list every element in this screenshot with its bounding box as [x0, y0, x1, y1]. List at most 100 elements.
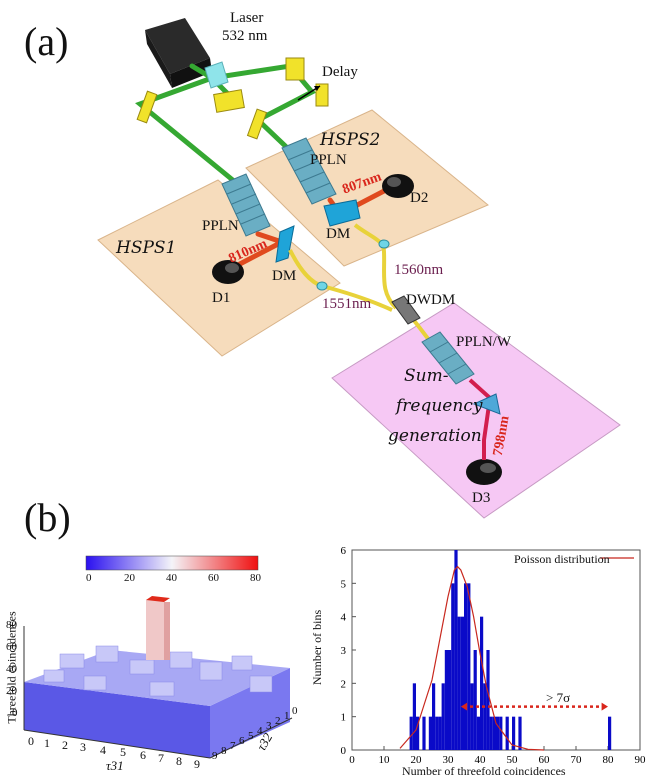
hist-bar [444, 650, 448, 750]
hist-bar [435, 716, 439, 750]
d2-label: D2 [410, 190, 429, 206]
x-tick: 2 [62, 738, 68, 752]
prism [472, 393, 501, 415]
hist-bar [454, 550, 458, 750]
hist-bar [451, 583, 455, 750]
d1-label: D1 [212, 290, 231, 306]
y-tick: 1 [284, 710, 290, 722]
annotation-7sigma: > 7σ [546, 690, 571, 705]
pplnw-label: PPLN/W [456, 334, 512, 350]
colorbar-tick: 0 [86, 572, 92, 584]
y-tick: 4 [257, 725, 263, 737]
detector-d2 [382, 174, 414, 198]
hist-bar [483, 683, 487, 750]
hist-bar [467, 583, 471, 750]
crimson-beam [468, 378, 493, 460]
y-tick: 6 [239, 735, 245, 747]
hist-bar [505, 716, 509, 750]
hist-x-tick: 70 [571, 754, 583, 766]
sfg-board [331, 302, 621, 519]
y-tick: 8 [221, 745, 227, 757]
hist-y-label: Number of bins [310, 609, 325, 686]
sfg-label-line2: frequency [396, 396, 483, 416]
sigma-arrowhead-right [601, 702, 608, 711]
colorbar-tick: 20 [124, 572, 135, 584]
detector-d3 [466, 459, 502, 485]
x-tick: 7 [158, 751, 164, 765]
hist-bar [470, 683, 474, 750]
hist-bar [416, 716, 420, 750]
ppln-crystal-2 [281, 137, 337, 205]
sigma-arrowhead-left [460, 702, 468, 711]
dm-2-label: DM [326, 226, 351, 242]
bar3d-base-front [24, 682, 210, 758]
colorbar-tick: 40 [166, 572, 177, 584]
poisson-fit-line [399, 565, 545, 751]
hist-bar [432, 683, 436, 750]
colorbar [85, 555, 259, 571]
hist-x-tick: 50 [507, 754, 519, 766]
ppln-2-label: PPLN [310, 152, 347, 168]
pplnw-crystal [421, 331, 475, 385]
hist-bar [492, 716, 496, 750]
hist-x-tick: 60 [539, 754, 551, 766]
hist-y-tick: 1 [341, 712, 347, 724]
z-tick: 0 [12, 707, 18, 719]
x-tick: 5 [120, 745, 126, 759]
wl-1551-label: 1551nm [322, 296, 372, 312]
z-tick: 80 [6, 619, 17, 631]
dm-1-label: DM [272, 268, 297, 284]
hist-x-tick: 10 [379, 754, 391, 766]
sfg-label-line1: Sum- [404, 366, 449, 386]
hist-bar [473, 650, 477, 750]
hist-x-tick: 40 [475, 754, 487, 766]
panel-b-label: (b) [24, 495, 71, 540]
hist-bar [460, 616, 464, 750]
hist-bar [441, 683, 445, 750]
x-tick: 9 [194, 757, 200, 771]
hist-x-tick: 20 [411, 754, 423, 766]
beam-splitter [204, 61, 229, 89]
hist-x-tick: 90 [635, 754, 647, 766]
z-tick: 60 [6, 641, 17, 653]
z-tick: 40 [6, 663, 17, 675]
y-tick: 5 [248, 730, 254, 742]
hist-x-tick: 30 [443, 754, 455, 766]
delay-label: Delay [322, 64, 358, 80]
y-tick: 7 [230, 740, 236, 752]
ppln-crystal-1 [221, 173, 271, 237]
hist-bar [499, 716, 503, 750]
x-tick: 6 [140, 748, 146, 762]
hsps1-label: HSPS1 [116, 238, 177, 258]
bar3d-blocks [43, 645, 273, 697]
hist-bar [438, 716, 442, 750]
hist-x-label: Number of threefold coincidences [402, 764, 566, 778]
hist-y-tick: 3 [341, 645, 347, 657]
hist-x-tick: 80 [603, 754, 615, 766]
sfg-label-line3: generation [388, 426, 482, 446]
x-tick: 8 [176, 754, 182, 768]
mirrors [136, 57, 329, 140]
hist-x-tick: 0 [349, 754, 355, 766]
hist-bar [457, 616, 461, 750]
dwdm-box [391, 295, 421, 325]
hist-bar [512, 716, 516, 750]
hist-bar [464, 583, 468, 750]
colorbar-tick: 60 [208, 572, 219, 584]
hist-bar [412, 683, 416, 750]
hist-bar [448, 650, 452, 750]
legend-label: Poisson distribution [514, 552, 610, 566]
hist-y-tick: 2 [341, 678, 347, 690]
hist-y-tick: 6 [341, 545, 347, 557]
laser-wavelength-label: 532 nm [222, 28, 268, 44]
hist-bar [486, 650, 490, 750]
y-tick: 9 [212, 750, 218, 762]
hist-bar [476, 716, 480, 750]
y-tick: 0 [292, 705, 298, 717]
x-tick: 4 [100, 743, 106, 757]
d3-label: D3 [472, 490, 491, 506]
hist-bar [496, 716, 500, 750]
bar3d-top [24, 650, 290, 706]
